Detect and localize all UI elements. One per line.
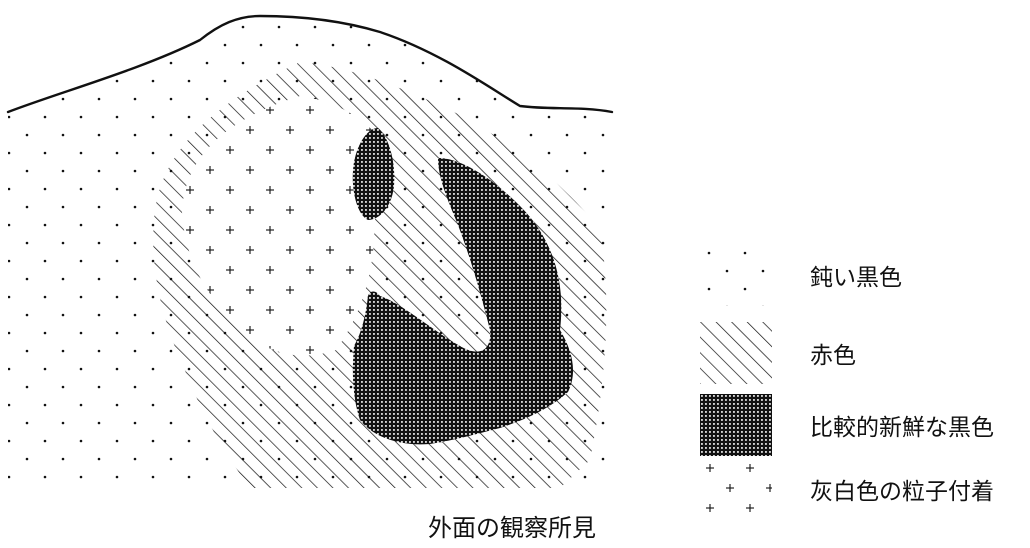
legend-label-red: 赤色 [810,343,856,369]
observation-diagram [6,14,614,490]
legend-swatch-hatch [700,322,772,384]
region-fresh-black-small [352,128,395,220]
legend-item-red: 赤色 [700,322,1030,384]
legend-label-dull-black: 鈍い黒色 [810,265,902,291]
legend-item-dull-black: 鈍い黒色 [700,244,1030,306]
legend-swatch-grid [700,394,772,456]
figure-caption: 外面の観察所見 [428,514,596,542]
legend-label-gray-white-particles: 灰白色の粒子付着 [810,479,994,505]
legend-label-fresh-black: 比較的新鮮な黒色 [810,415,994,441]
legend-swatch-dots [700,244,772,306]
legend-item-fresh-black: 比較的新鮮な黒色 [700,394,1030,456]
region-fresh-black-large [352,158,574,445]
legend-item-gray-white-particles: 灰白色の粒子付着 [700,458,1030,520]
legend-swatch-plus [700,458,772,520]
outline-top [6,14,614,114]
